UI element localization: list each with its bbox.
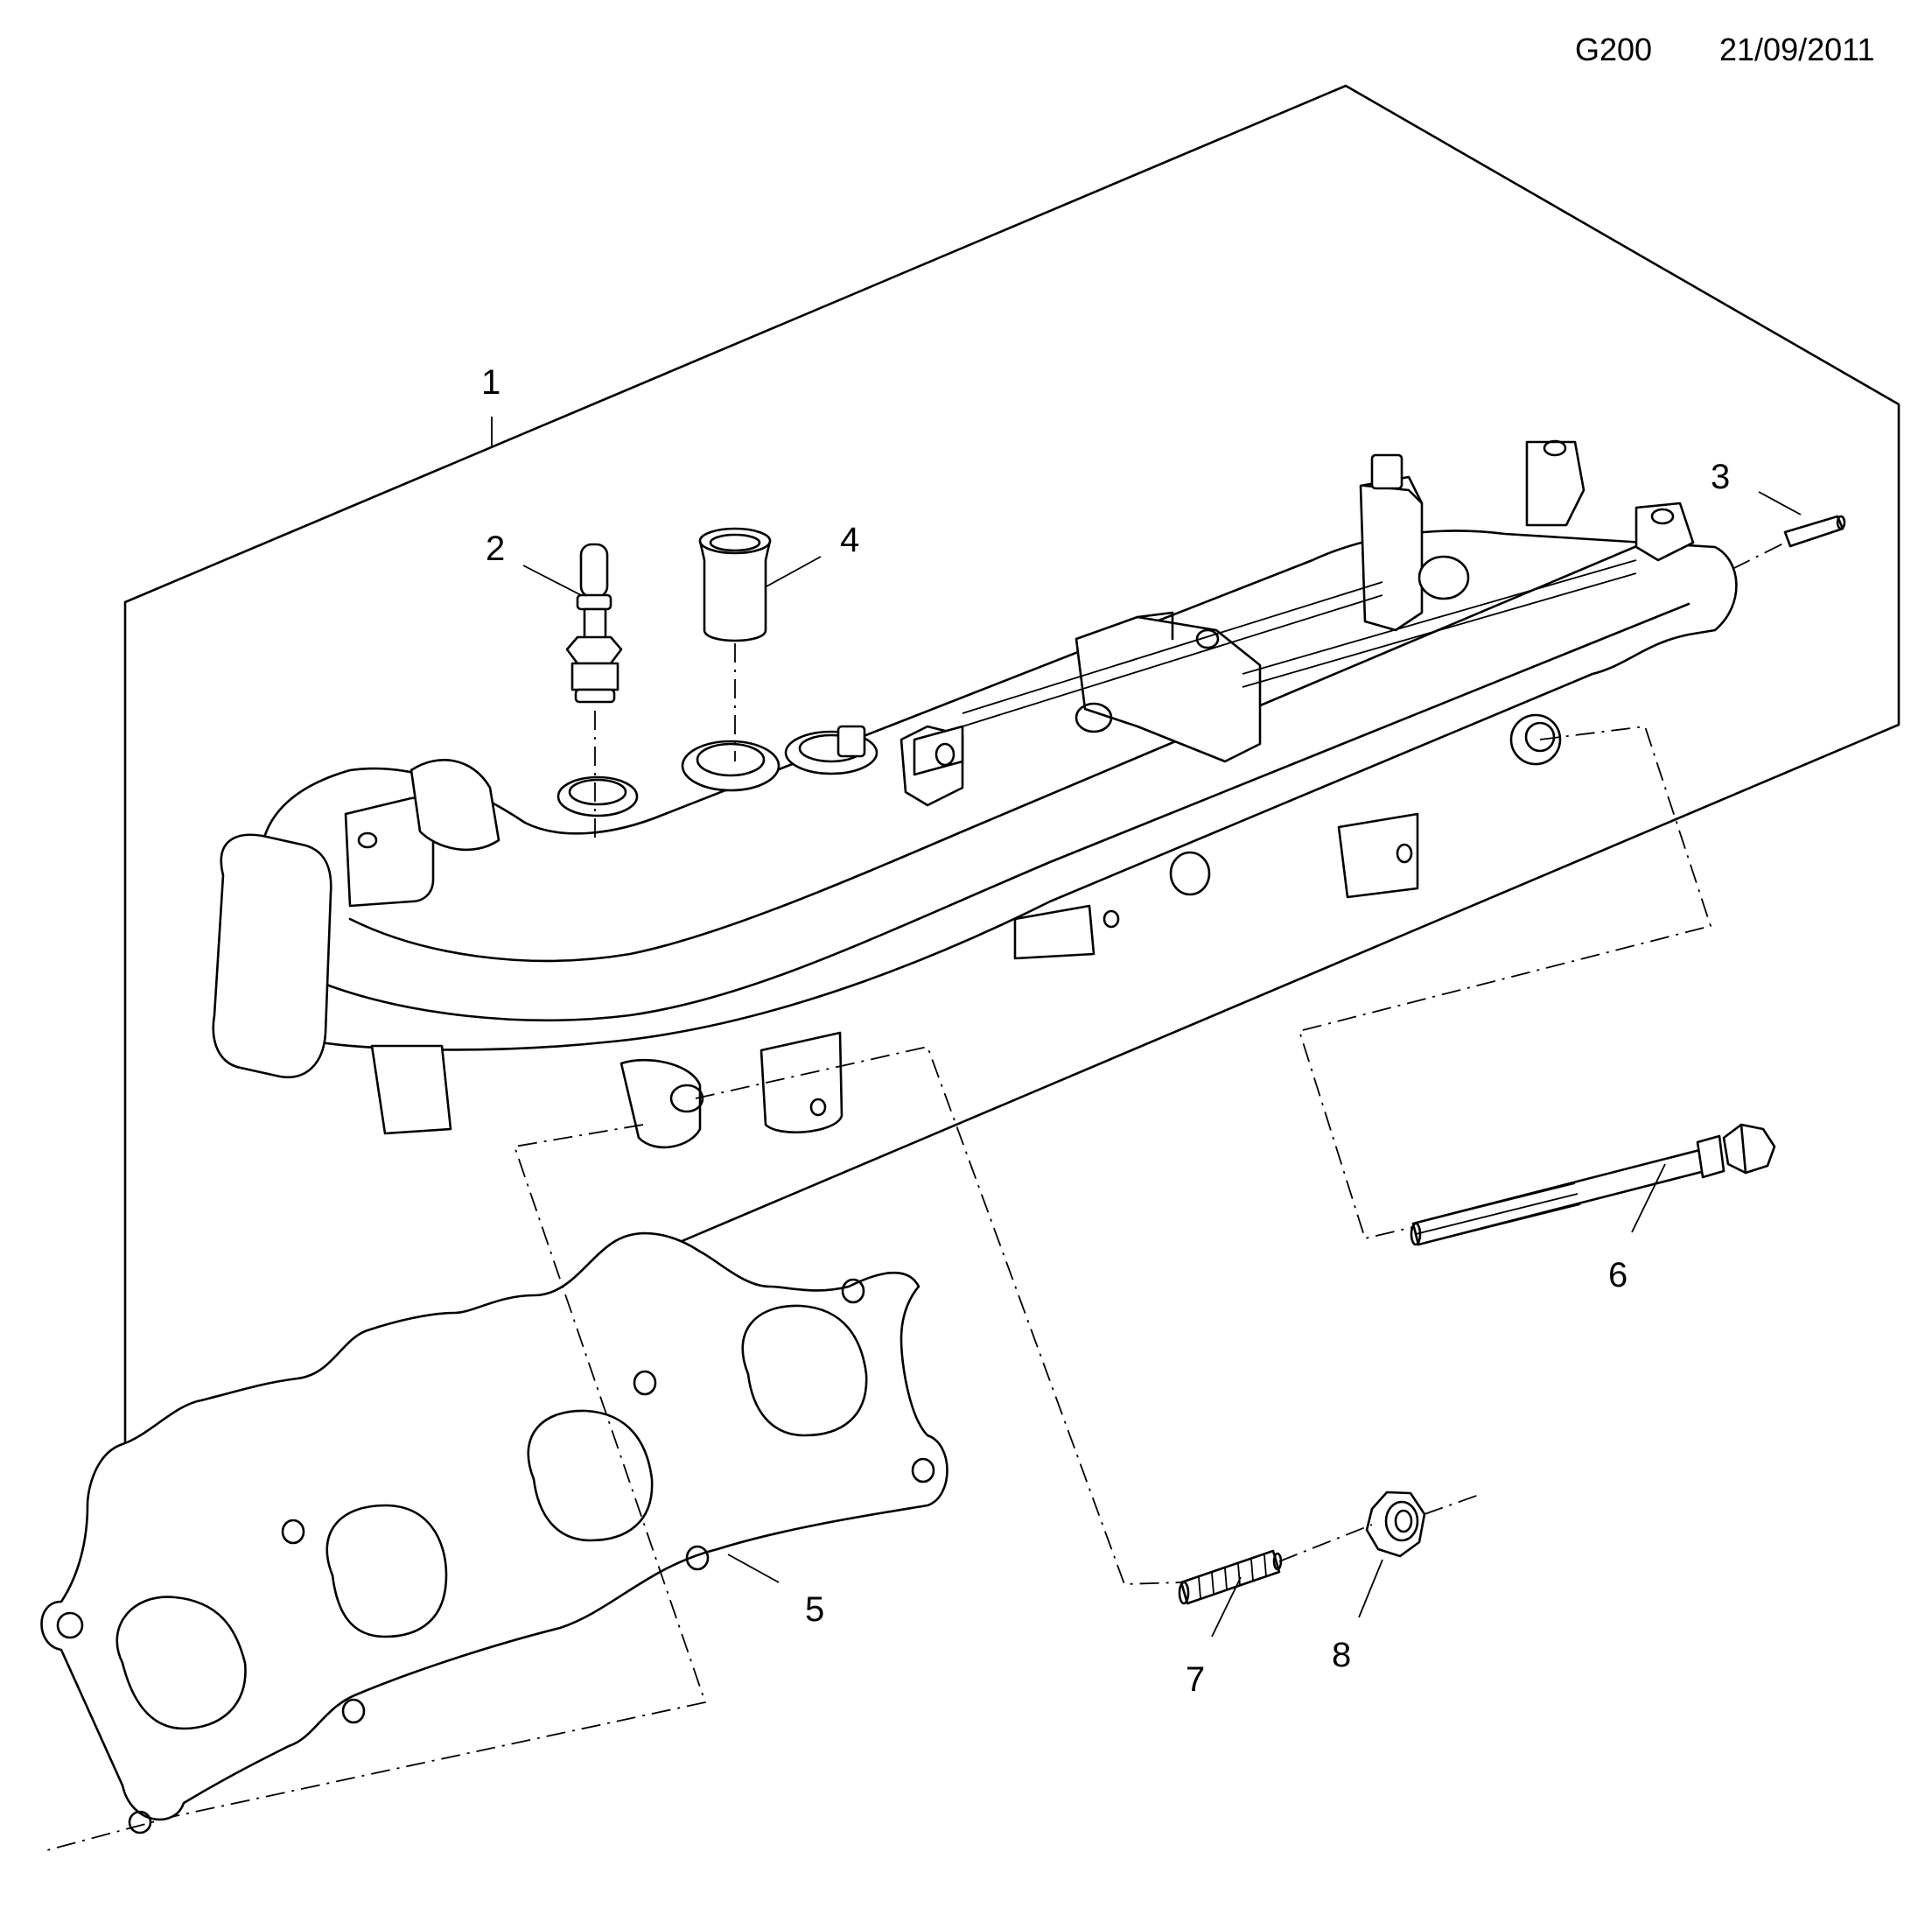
- callout-7: 7: [1186, 1660, 1205, 1699]
- diagram-code: G200: [1575, 32, 1653, 67]
- callout-8: 8: [1332, 1636, 1351, 1674]
- part-2-sensor: [565, 543, 623, 704]
- part-4-sleeve: [698, 527, 772, 642]
- callout-numbers: 1 2 3 4 5 6 7 8: [481, 363, 1730, 1699]
- callout-1: 1: [481, 363, 500, 402]
- callout-2: 2: [486, 530, 505, 568]
- callout-5: 5: [805, 1590, 824, 1629]
- assembly-frame: [123, 84, 1900, 1479]
- callout-6: 6: [1608, 1256, 1628, 1294]
- part-5-gasket: [40, 1231, 948, 1834]
- leader-lines: [491, 417, 1802, 1638]
- part-7-stud: [1178, 1549, 1283, 1605]
- part-6-bolt: [1410, 1123, 1776, 1246]
- exhaust-manifold: [212, 439, 1738, 1149]
- diagram-date: 21/09/2011: [1719, 32, 1875, 67]
- bolt-thread: [1412, 1182, 1581, 1245]
- callout-3: 3: [1711, 458, 1730, 496]
- part-3-pin: [1783, 515, 1846, 548]
- part-8-nut: [1365, 1491, 1426, 1558]
- callout-4: 4: [840, 521, 859, 559]
- assembly-lines: [43, 542, 1786, 1852]
